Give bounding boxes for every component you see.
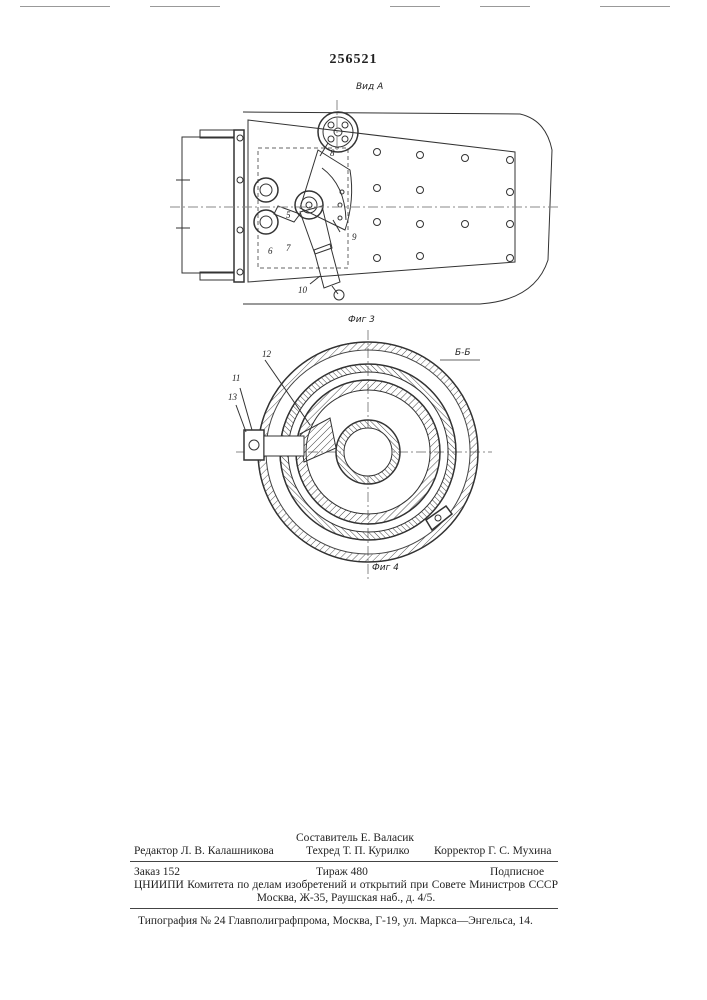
tech-editor: Техред Т. П. Курилко [306,845,409,858]
divider [130,861,558,862]
callout-label: 12 [262,349,271,359]
callout-label: 10 [298,285,307,295]
callout-label: 6 [268,246,273,256]
figure-caption: Фиг 4 [372,563,399,573]
callout-label: 9 [352,232,357,242]
left-flange [182,137,234,273]
callout-label: 11 [232,373,240,383]
subscription: Подписное [490,866,544,879]
callout-label: 8 [330,148,335,158]
figure-caption: Фиг 3 [348,315,375,325]
editor: Редактор Л. В. Калашникова [134,845,274,858]
view-label: Вид А [356,82,383,92]
callout-label: 5 [286,210,291,220]
composer: Составитель Е. Валасик [270,832,440,845]
divider [130,908,558,909]
organization-line: ЦНИИПИ Комитета по делам изобретений и о… [134,879,558,892]
section-label: Б-Б [455,348,471,358]
callout-label: 7 [286,243,291,253]
plate [248,120,515,282]
figure-3 [170,100,560,304]
printing-house: Типография № 24 Главполиграфпрома, Москв… [138,915,533,928]
address-line: Москва, Ж-35, Раушская наб., д. 4/5. [134,892,558,905]
figure-4 [236,330,492,580]
circulation: Тираж 480 [316,866,368,879]
order-number: Заказ 152 [134,866,180,879]
bracket [244,430,264,460]
housing-outline [243,112,552,304]
bolt-holes [374,149,514,262]
callout-label: 13 [228,392,237,402]
proofreader: Корректор Г. С. Мухина [434,845,552,858]
